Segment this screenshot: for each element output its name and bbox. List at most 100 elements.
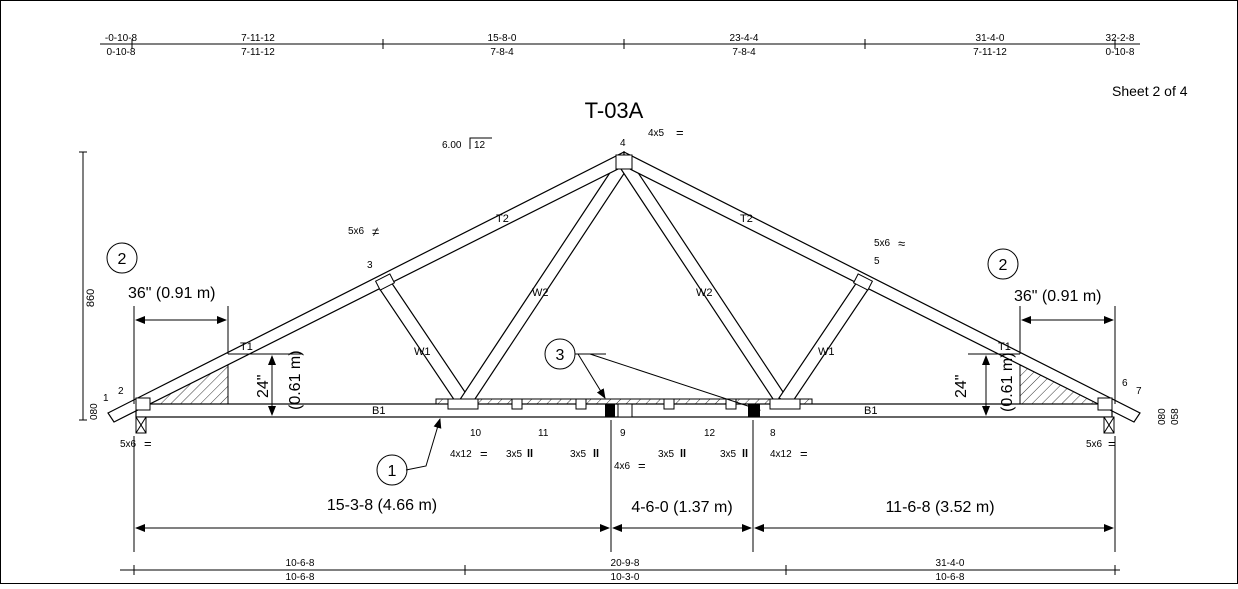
web-w1-left [376, 278, 470, 405]
web-w1-right [778, 278, 872, 405]
member-web-right: W2 [696, 287, 713, 299]
node-12: 12 [704, 428, 716, 439]
member-bottom-left: B1 [372, 405, 385, 417]
vertical-left-label: 24" [255, 375, 272, 398]
plate-node-12: 3x5 [658, 449, 675, 460]
plate-node-11: 3x5 [506, 449, 523, 460]
top-dim-3-bottom: 7-8-4 [732, 47, 756, 58]
bottom-dim-1-top: 20-9-8 [611, 558, 640, 569]
plate-left-mid: 5x6 [348, 226, 365, 237]
pitch-rise: 6.00 [442, 140, 462, 151]
bottom-dimension-line [120, 565, 1120, 575]
height-dim-label: 860 [85, 289, 97, 307]
plate-node-10: 4x12 [450, 449, 472, 460]
node-8: 8 [770, 428, 776, 439]
vertical-left-metric: (0.61 m) [287, 350, 304, 410]
plate-node-11b: 3x5 [570, 449, 587, 460]
member-heel-left: T1 [240, 341, 253, 353]
overhang-right-label: 36" (0.91 m) [1014, 288, 1102, 305]
node-7: 7 [1136, 386, 1142, 397]
bearings [135, 416, 1115, 434]
bottom-dim-0-top: 10-6-8 [286, 558, 315, 569]
top-dim-4-bottom: 7-11-12 [973, 47, 1007, 58]
member-top-chord-left: T2 [496, 213, 509, 225]
node-2: 2 [118, 386, 124, 397]
svg-text:3: 3 [556, 347, 565, 364]
member-top-chord-right: T2 [740, 213, 753, 225]
connector-plates [135, 154, 1113, 411]
node-11: 11 [538, 428, 549, 439]
member-bottom-right: B1 [864, 405, 877, 417]
callout-2-left: 2 [106, 242, 138, 274]
plate-node-11-mark: ll [527, 448, 533, 460]
truss-title: T-03A [585, 98, 644, 123]
top-dim-3-top: 23-4-4 [730, 33, 759, 44]
top-dim-0-bottom: 0-10-8 [107, 47, 136, 58]
plate-left-heel: 5x6 [120, 439, 137, 450]
plate-right-heel: 5x6 [1086, 439, 1103, 450]
node-10: 10 [470, 428, 482, 439]
top-dim-2-top: 15-8-0 [488, 33, 517, 44]
pitch-run: 12 [474, 140, 486, 151]
top-dim-5-top: 32-2-8 [1106, 33, 1135, 44]
vertical-right-label: 24" [953, 375, 970, 398]
overhang-left-label: 36" (0.91 m) [128, 285, 216, 302]
top-dimension-line [100, 39, 1140, 49]
vertical-dimensions [228, 353, 1020, 416]
plate-node-12-mark: ll [680, 448, 686, 460]
svg-text:2: 2 [999, 257, 1008, 274]
callout-2-right: 2 [987, 248, 1019, 280]
sheet-label: Sheet 2 of 4 [1112, 83, 1188, 99]
bottom-dim-2-top: 31-4-0 [936, 558, 965, 569]
node-9: 9 [620, 428, 626, 439]
top-dim-1-bottom: 7-11-12 [241, 47, 275, 58]
svg-text:2: 2 [118, 251, 127, 268]
member-heel-right: T1 [998, 341, 1011, 353]
vertical-right-metric: (0.61 m) [999, 352, 1016, 412]
bottom-dim-1-bottom: 10-3-0 [611, 572, 640, 583]
plate-right-heel-mark: = [1108, 436, 1116, 451]
top-dim-2-bottom: 7-8-4 [490, 47, 514, 58]
plate-node-8: 4x12 [770, 449, 792, 460]
plate-left-mark: ≠ [372, 224, 379, 239]
plate-peak: 4x5 [648, 128, 665, 139]
callout-3: 3 [544, 338, 761, 411]
top-dim-5-bottom: 0-10-8 [1106, 47, 1135, 58]
plate-node-9-mark: = [638, 458, 646, 473]
node-1: 1 [103, 393, 109, 404]
node-5: 5 [874, 256, 880, 267]
top-dim-1-top: 7-11-12 [241, 33, 275, 44]
bottom-dim-2-bottom: 10-6-8 [936, 572, 965, 583]
node-6: 6 [1122, 378, 1128, 389]
member-vert-right: W1 [818, 346, 835, 358]
end-height-left: 080 [89, 403, 100, 420]
top-dim-4-top: 31-4-0 [976, 33, 1005, 44]
plate-node-10-mark: = [480, 446, 488, 461]
overhang-dimensions [133, 306, 1116, 404]
plate-node-9: 4x6 [614, 461, 631, 472]
span-dim-mid: 4-6-0 (1.37 m) [631, 499, 732, 516]
plate-peak-mark: = [676, 125, 684, 140]
end-height-right-a: 080 [1157, 408, 1168, 425]
member-web-left: W2 [532, 287, 549, 299]
member-vert-left: W1 [414, 346, 431, 358]
node-3: 3 [367, 260, 373, 271]
plate-node-12b: 3x5 [720, 449, 737, 460]
plate-right-mid: 5x6 [874, 238, 891, 249]
plate-node-11b-mark: ll [593, 448, 599, 460]
end-height-right-b: 058 [1170, 408, 1181, 425]
span-dim-left: 15-3-8 (4.66 m) [327, 497, 437, 514]
top-dim-0-top: -0-10-8 [105, 33, 138, 44]
callout-1: 1 [376, 418, 442, 486]
bottom-dim-0-bottom: 10-6-8 [286, 572, 315, 583]
node-4: 4 [620, 138, 626, 149]
height-dimension [79, 151, 87, 421]
svg-text:1: 1 [388, 463, 397, 480]
plate-right-mark: ≈ [898, 236, 905, 251]
plate-node-8-mark: = [800, 446, 808, 461]
plate-node-12b-mark: ll [742, 448, 748, 460]
span-dim-right: 11-6-8 (3.52 m) [885, 499, 994, 516]
pitch-symbol: 6.00 12 [442, 137, 492, 151]
